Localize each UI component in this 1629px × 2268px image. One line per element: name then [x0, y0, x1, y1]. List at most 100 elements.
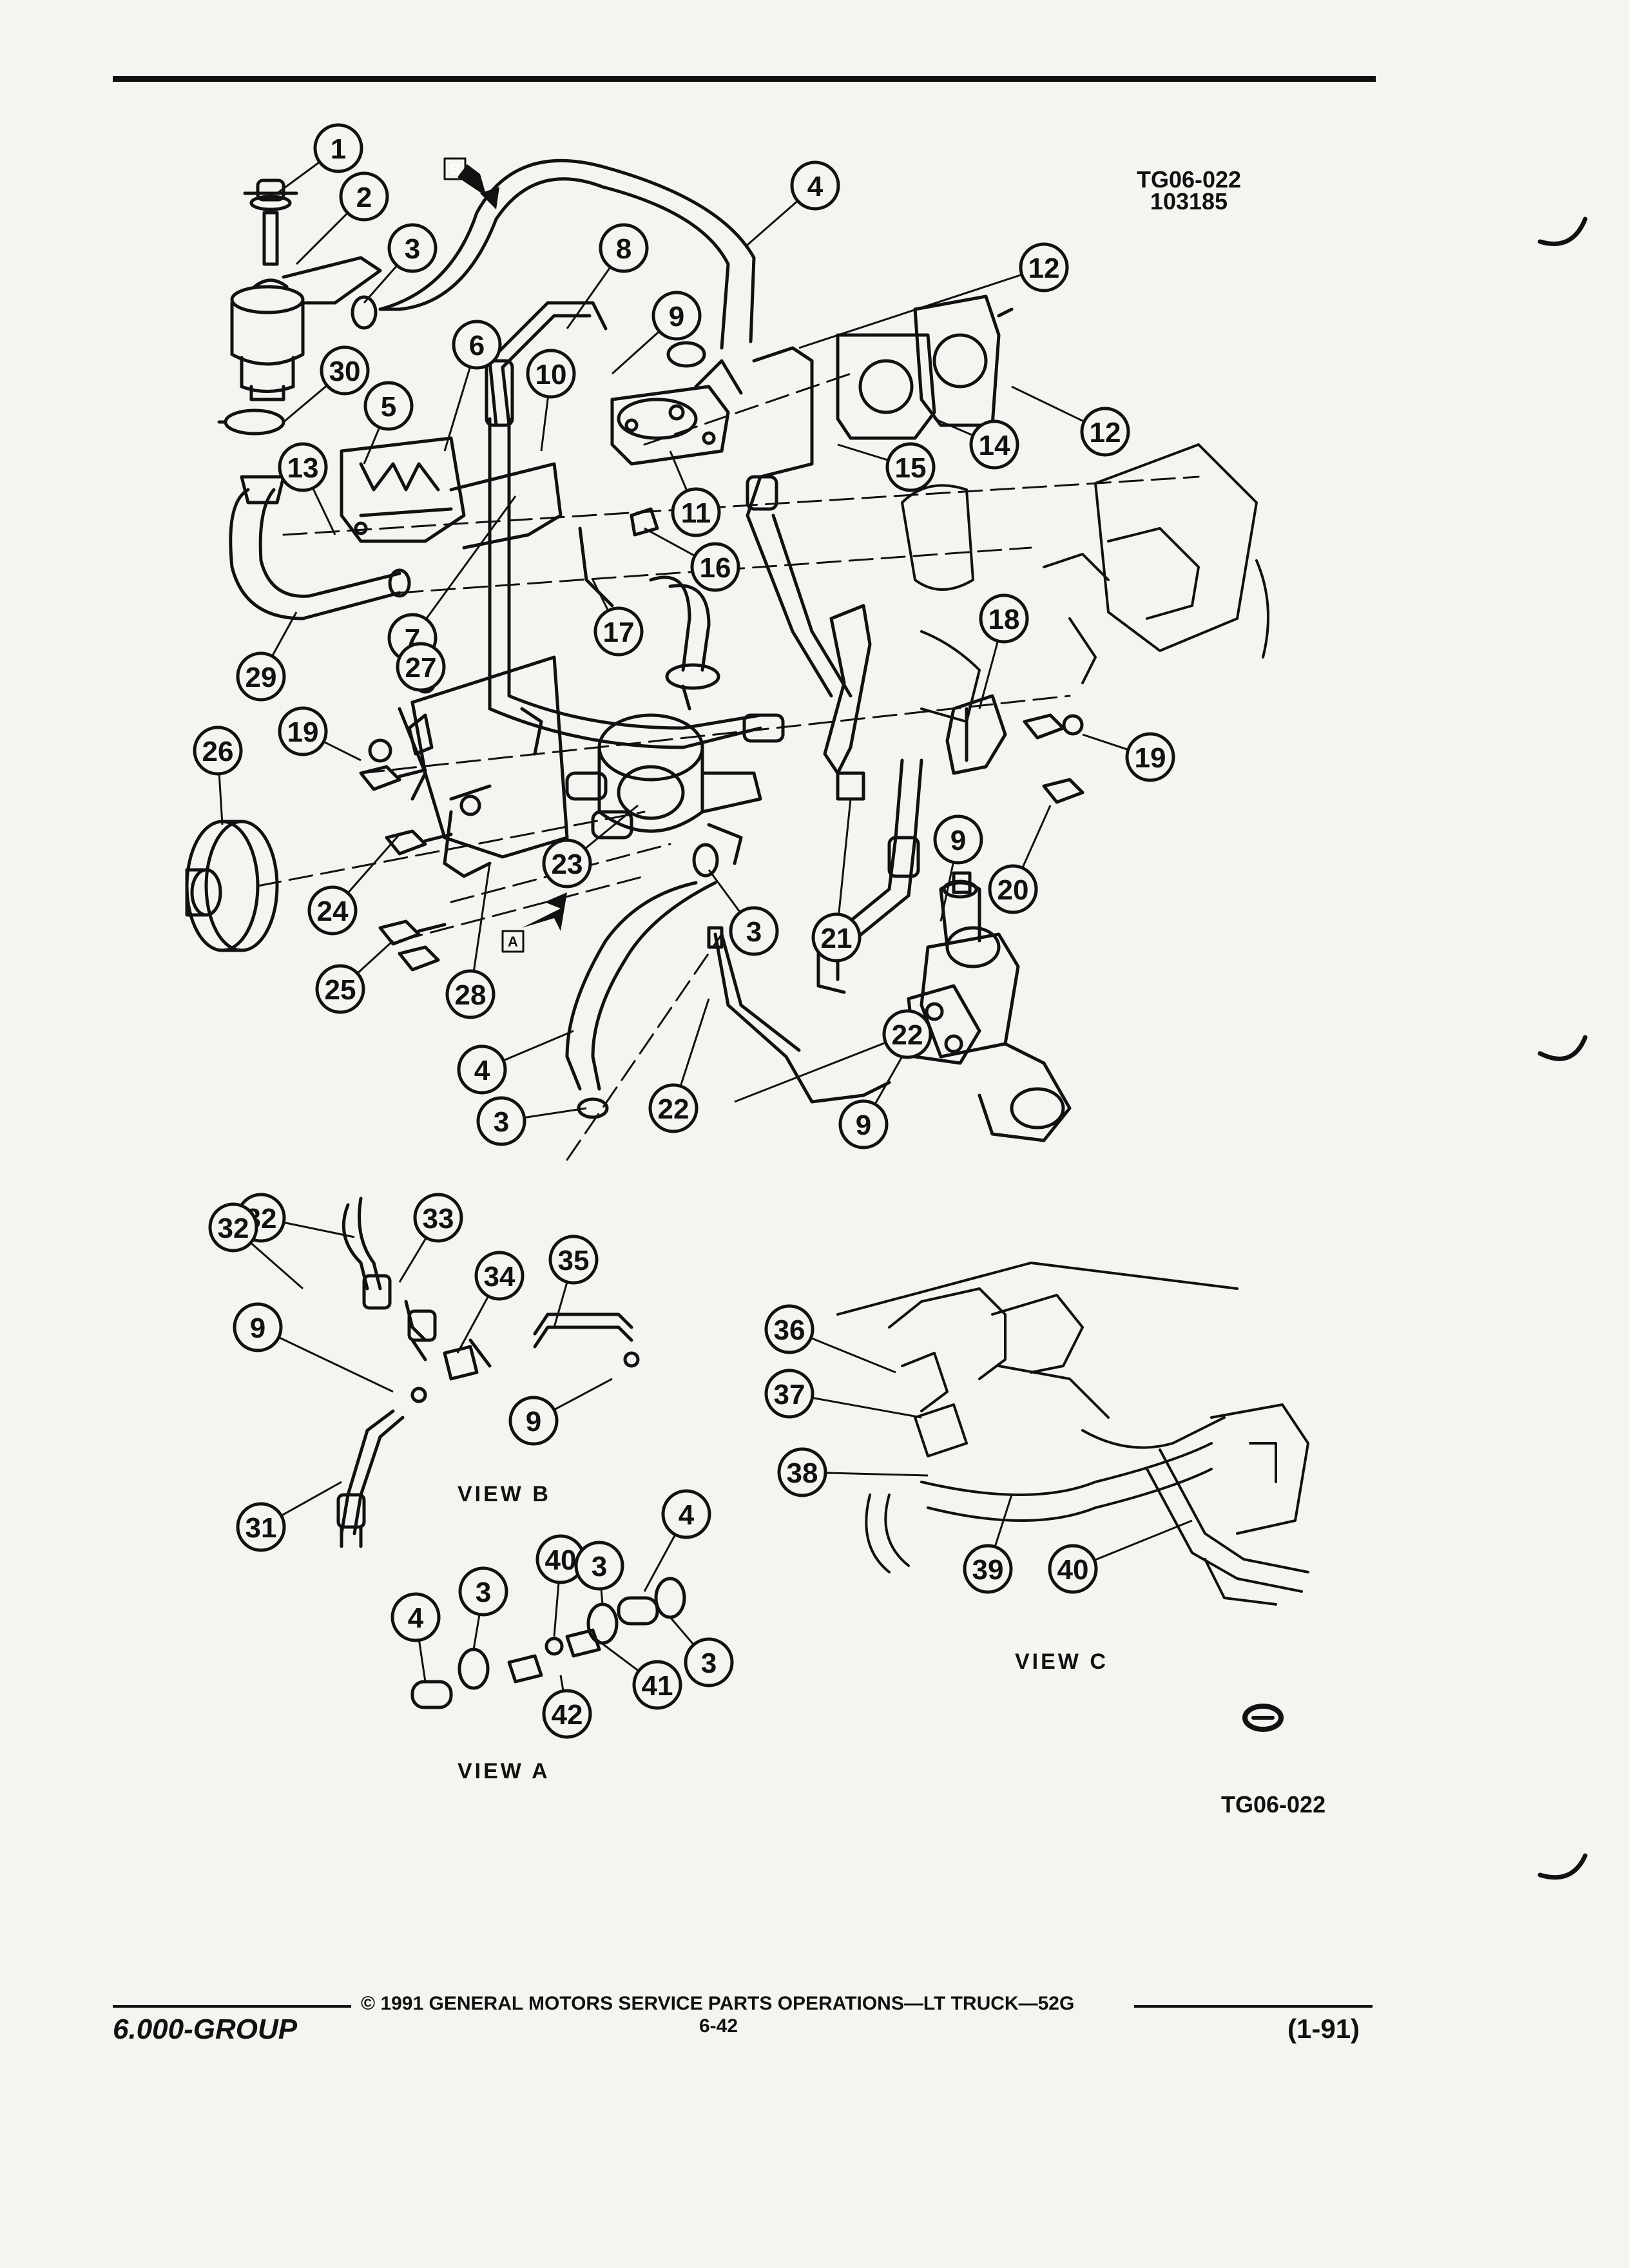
- callout-number: 3: [405, 233, 420, 265]
- callout-number: 13: [287, 452, 319, 484]
- callout-38: 38: [777, 1447, 827, 1497]
- callout-37: 37: [764, 1369, 815, 1419]
- callout-number: 42: [552, 1699, 583, 1731]
- callout-24: 24: [307, 885, 358, 936]
- callout-26: 26: [193, 726, 243, 776]
- callout-number: 28: [455, 979, 487, 1011]
- figure-code-block: TG06-022 103185: [1095, 166, 1282, 215]
- pump-body: [610, 359, 743, 466]
- leader-line: [257, 1326, 394, 1393]
- callout-number: 20: [998, 874, 1029, 906]
- callout-8: 8: [599, 223, 649, 273]
- view-c-label: VIEW C: [1015, 1649, 1108, 1674]
- callout-number: 1: [331, 133, 346, 165]
- callout-4: 4: [790, 160, 840, 211]
- callout-19: 19: [1125, 732, 1175, 782]
- callout-21: 21: [811, 912, 862, 963]
- callout-number: 2: [356, 182, 372, 213]
- callout-number: 3: [746, 916, 762, 948]
- callout-number: 9: [669, 301, 684, 332]
- callout-number: 3: [476, 1577, 491, 1608]
- callout-number: 18: [988, 604, 1020, 635]
- top-rule: [113, 76, 1376, 82]
- callout-number: 22: [658, 1093, 689, 1125]
- callout-number: 15: [895, 452, 927, 484]
- callout-3: 3: [574, 1541, 624, 1591]
- callout-number: 30: [329, 356, 361, 387]
- callout-40: 40: [535, 1534, 586, 1584]
- callout-number: 8: [616, 233, 631, 265]
- callout-35: 35: [548, 1235, 599, 1285]
- pulley-26: [185, 820, 279, 952]
- callout-3: 3: [684, 1637, 734, 1687]
- callout-number: 3: [494, 1106, 509, 1138]
- callout-39: 39: [963, 1544, 1013, 1594]
- leader-line: [798, 266, 1045, 349]
- callout-9: 9: [933, 814, 983, 865]
- callout-number: 40: [545, 1544, 577, 1576]
- callout-number: 27: [405, 652, 437, 684]
- view-b-label: VIEW B: [458, 1482, 551, 1506]
- callout-33: 33: [413, 1193, 463, 1243]
- callout-number: 17: [603, 617, 635, 648]
- callout-13: 13: [278, 442, 328, 492]
- callout-3: 3: [458, 1566, 508, 1617]
- footer-date: (1-91): [1287, 2013, 1360, 2044]
- callout-9: 9: [508, 1396, 559, 1446]
- callout-18: 18: [979, 593, 1029, 644]
- callout-number: 12: [1028, 253, 1060, 284]
- callout-number: 9: [950, 825, 966, 856]
- callout-number: 19: [1135, 742, 1166, 774]
- direction-arrows: [458, 164, 567, 931]
- callout-11: 11: [671, 487, 721, 537]
- callout-number: 41: [642, 1670, 673, 1702]
- callout-30: 30: [320, 345, 370, 396]
- callout-16: 16: [690, 542, 740, 592]
- callout-number: 12: [1090, 417, 1121, 448]
- callout-number: 4: [474, 1055, 490, 1086]
- callout-9: 9: [838, 1099, 889, 1149]
- callout-22: 22: [648, 1083, 699, 1133]
- callout-2: 2: [339, 171, 389, 222]
- callout-number: 33: [423, 1203, 454, 1235]
- callout-3: 3: [729, 906, 779, 956]
- callout-number: 25: [325, 974, 356, 1006]
- view-b-art: [336, 1196, 640, 1548]
- callout-number: 9: [526, 1406, 541, 1437]
- callout-number: 16: [700, 552, 731, 584]
- callout-41: 41: [632, 1660, 682, 1710]
- callout-12: 12: [1080, 407, 1130, 457]
- callout-number: 3: [592, 1551, 607, 1582]
- callout-number: 4: [679, 1499, 695, 1531]
- callout-40: 40: [1048, 1544, 1098, 1594]
- callout-number: 23: [552, 849, 583, 880]
- callout-31: 31: [236, 1502, 286, 1552]
- callout-number: 35: [558, 1245, 590, 1276]
- footer-group: 6.000-GROUP: [113, 2013, 298, 2045]
- callout-27: 27: [396, 642, 446, 692]
- callout-number: 14: [979, 430, 1010, 461]
- callout-20: 20: [988, 864, 1038, 914]
- callout-6: 6: [452, 320, 502, 370]
- figure-code-bottom: TG06-022: [1221, 1791, 1326, 1818]
- callout-number: 40: [1057, 1554, 1089, 1586]
- bracket-5: [340, 436, 563, 550]
- view-c-art: [836, 1262, 1309, 1606]
- callout-number: 3: [701, 1648, 717, 1679]
- callout-4: 4: [390, 1592, 441, 1642]
- callout-number: 9: [856, 1110, 871, 1141]
- callout-29: 29: [236, 651, 286, 702]
- callout-28: 28: [445, 969, 496, 1019]
- callout-number: 10: [535, 359, 567, 390]
- callout-number: 37: [774, 1379, 805, 1410]
- callout-3: 3: [387, 223, 438, 273]
- figure-number: 103185: [1150, 188, 1228, 215]
- callout-number: 19: [287, 716, 319, 748]
- view-a-label: VIEW A: [458, 1759, 550, 1783]
- callout-number: 5: [381, 391, 396, 423]
- figure-code: TG06-022: [1136, 166, 1242, 193]
- callout-42: 42: [542, 1689, 592, 1739]
- callout-14: 14: [969, 419, 1019, 470]
- pump-23: [565, 713, 762, 865]
